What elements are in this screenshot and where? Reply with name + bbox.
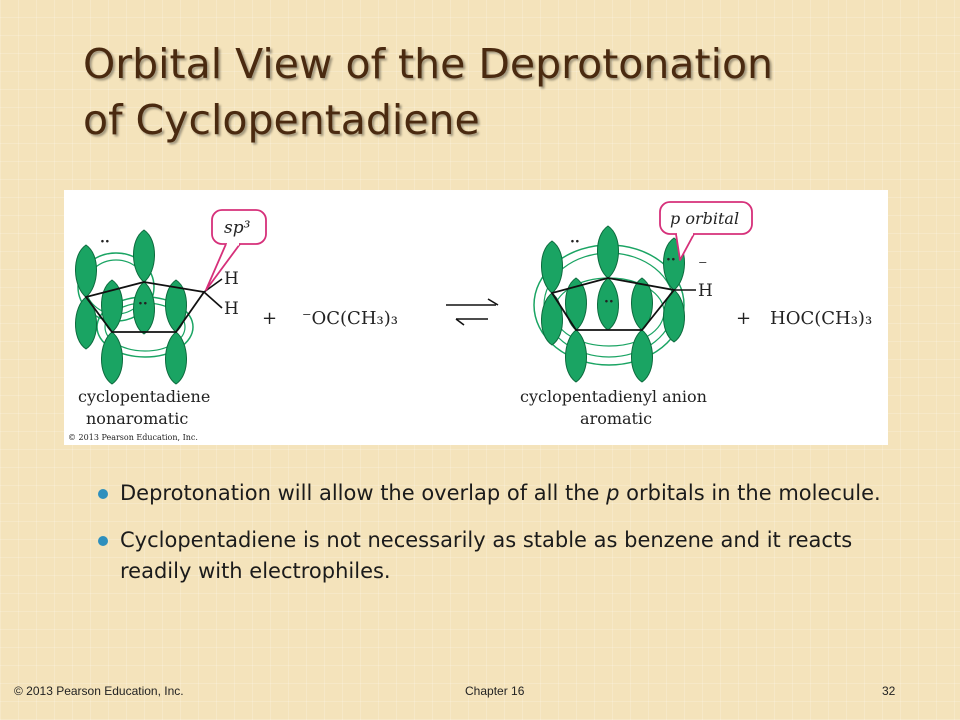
ring-bonds	[550, 277, 676, 331]
equilibrium-arrows	[446, 298, 499, 326]
p-orbital-lobes	[74, 229, 188, 385]
title-line-1: Orbital View of the Deprotonation	[83, 40, 774, 88]
electron-dots: ··	[604, 294, 614, 310]
electron-dots: ··	[100, 234, 110, 250]
hydrogen-label: H	[224, 299, 239, 319]
electron-dots: ··	[570, 234, 580, 250]
bullet-dot-icon	[98, 489, 108, 499]
tert-butanol-product: HOC(CH₃)₃	[770, 308, 872, 329]
footer-copyright: © 2013 Pearson Education, Inc.	[14, 684, 184, 698]
left-molecule-name: cyclopentadiene	[78, 387, 210, 406]
negative-charge: ⁻	[698, 256, 708, 277]
tert-butoxide-reagent: ⁻OC(CH₃)₃	[302, 308, 398, 329]
footer-chapter: Chapter 16	[465, 684, 525, 698]
bullet-list: Deprotonation will allow the overlap of …	[98, 478, 890, 603]
figure-copyright: © 2013 Pearson Education, Inc.	[68, 433, 198, 442]
cyclopentadiene-structure: H H ·· ·· sp³ cyclopentadiene nonaromati…	[74, 209, 267, 428]
title-line-2: of Cyclopentadiene	[83, 96, 480, 144]
slide-title: Orbital View of the Deprotonation of Cyc…	[83, 36, 883, 148]
hydrogen-label: H	[698, 281, 713, 301]
cyclopentadienyl-anion-structure: H ⁻ ·· ·· ·· p orbital cyclopentadienyl …	[520, 201, 753, 428]
plus-sign: +	[262, 308, 277, 329]
bullet-item: Cyclopentadiene is not necessarily as st…	[98, 525, 890, 587]
p-orbital-callout-label: p orbital	[670, 209, 739, 228]
right-molecule-type: aromatic	[580, 409, 652, 428]
electron-dots: ··	[666, 252, 676, 268]
reaction-figure: H H ·· ·· sp³ cyclopentadiene nonaromati…	[64, 190, 888, 445]
left-molecule-type: nonaromatic	[86, 409, 188, 428]
sp3-callout-label: sp³	[224, 218, 251, 238]
ch-bond	[203, 291, 223, 309]
electron-dots: ··	[138, 296, 148, 312]
p-orbital-callout-pointer	[675, 233, 695, 261]
plus-sign: +	[736, 308, 751, 329]
right-molecule-name: cyclopentadienyl anion	[520, 387, 707, 406]
sp3-callout-pointer	[205, 243, 241, 291]
page-number: 32	[882, 684, 896, 698]
p-orbital-callout-box	[659, 201, 753, 235]
bullet-dot-icon	[98, 536, 108, 546]
hydrogen-label: H	[224, 269, 239, 289]
ring-bonds	[84, 281, 206, 333]
reaction-diagram: H H ·· ·· sp³ cyclopentadiene nonaromati…	[68, 201, 872, 442]
bullet-item: Deprotonation will allow the overlap of …	[98, 478, 890, 509]
